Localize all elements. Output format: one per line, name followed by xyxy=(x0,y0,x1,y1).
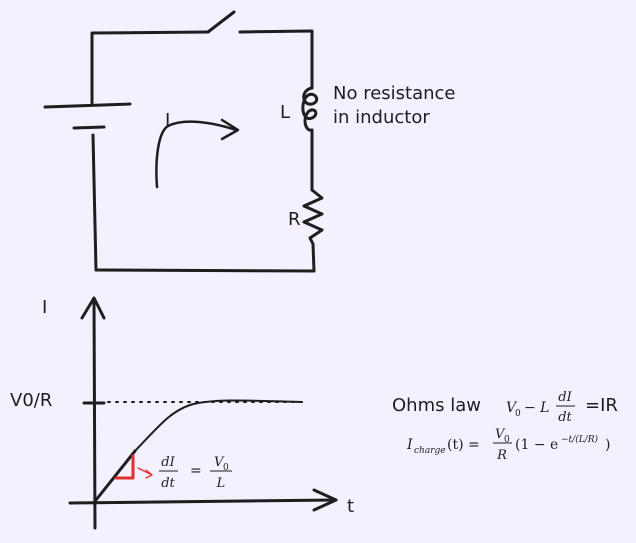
y-axis-arrowhead xyxy=(80,296,106,320)
slope-rhs-num-sub: 0 xyxy=(223,463,229,473)
battery-long-plate xyxy=(43,102,132,109)
slope-den: dt xyxy=(161,476,175,491)
slope-triangle xyxy=(114,454,135,480)
current-graph xyxy=(68,296,338,530)
ohm-frac-den: dt xyxy=(558,410,572,425)
current-label: I xyxy=(165,110,170,131)
slope-rhs-den: L xyxy=(216,476,226,491)
ohm-minus-l: − L xyxy=(524,400,549,416)
inductor-coil xyxy=(301,86,319,132)
slope-pointer-arrow xyxy=(137,467,154,479)
current-arrowhead xyxy=(220,118,240,141)
slope-num: dI xyxy=(161,455,175,470)
charge-frac-den: R xyxy=(496,448,507,463)
charge-close: ) xyxy=(605,437,610,453)
wire-top-left xyxy=(90,30,210,105)
wire-right-lower xyxy=(311,242,316,273)
charging-current-equation: I charge (t) = V 0 R (1 − e −t/(L/R) ) xyxy=(406,427,610,463)
wire-left xyxy=(91,133,98,272)
inductor-note-line2: in inductor xyxy=(333,107,430,128)
x-axis-arrowhead xyxy=(312,488,338,512)
inductor-note-line1: No resistance xyxy=(333,83,456,104)
ohm-frac-num: dI xyxy=(558,390,572,405)
x-axis xyxy=(68,498,338,505)
charge-i: I xyxy=(406,437,413,453)
inductor-label: L xyxy=(280,102,290,123)
slope-formula: dI dt = V 0 L xyxy=(159,455,232,491)
x-axis-label: t xyxy=(347,496,354,517)
asymptote-label: V0/R xyxy=(10,390,52,411)
battery-short-plate xyxy=(72,125,106,130)
y-axis-label: I xyxy=(42,297,47,318)
ohm-v: V xyxy=(506,400,518,416)
ohm-rhs: =IR xyxy=(585,395,618,416)
wire-top-right xyxy=(238,29,314,90)
charge-sub: charge xyxy=(414,446,446,456)
ohms-law-label: Ohms law xyxy=(392,395,481,416)
y-axis xyxy=(92,298,97,530)
circuit xyxy=(43,10,324,273)
charge-exp: −t/(L/R) xyxy=(561,434,598,445)
charge-paren: (1 − e xyxy=(515,437,558,453)
current-arrow xyxy=(155,120,238,189)
resistor-zigzag xyxy=(302,188,324,246)
resistor-label: R xyxy=(288,209,301,230)
switch xyxy=(206,10,236,34)
charge-frac-num-v: V xyxy=(495,427,506,442)
charge-frac-num-sub: 0 xyxy=(504,435,510,445)
wire-bottom xyxy=(94,268,316,273)
ohm-v-sub: 0 xyxy=(515,409,521,419)
initial-slope-line xyxy=(94,449,137,502)
slope-rhs-num: V xyxy=(214,455,225,470)
charge-arg: (t) = xyxy=(447,437,480,453)
slope-eq: = xyxy=(190,463,202,479)
ohms-law-equation: Ohms law V 0 − L dI dt =IR xyxy=(392,390,618,425)
charging-curve xyxy=(134,399,303,452)
